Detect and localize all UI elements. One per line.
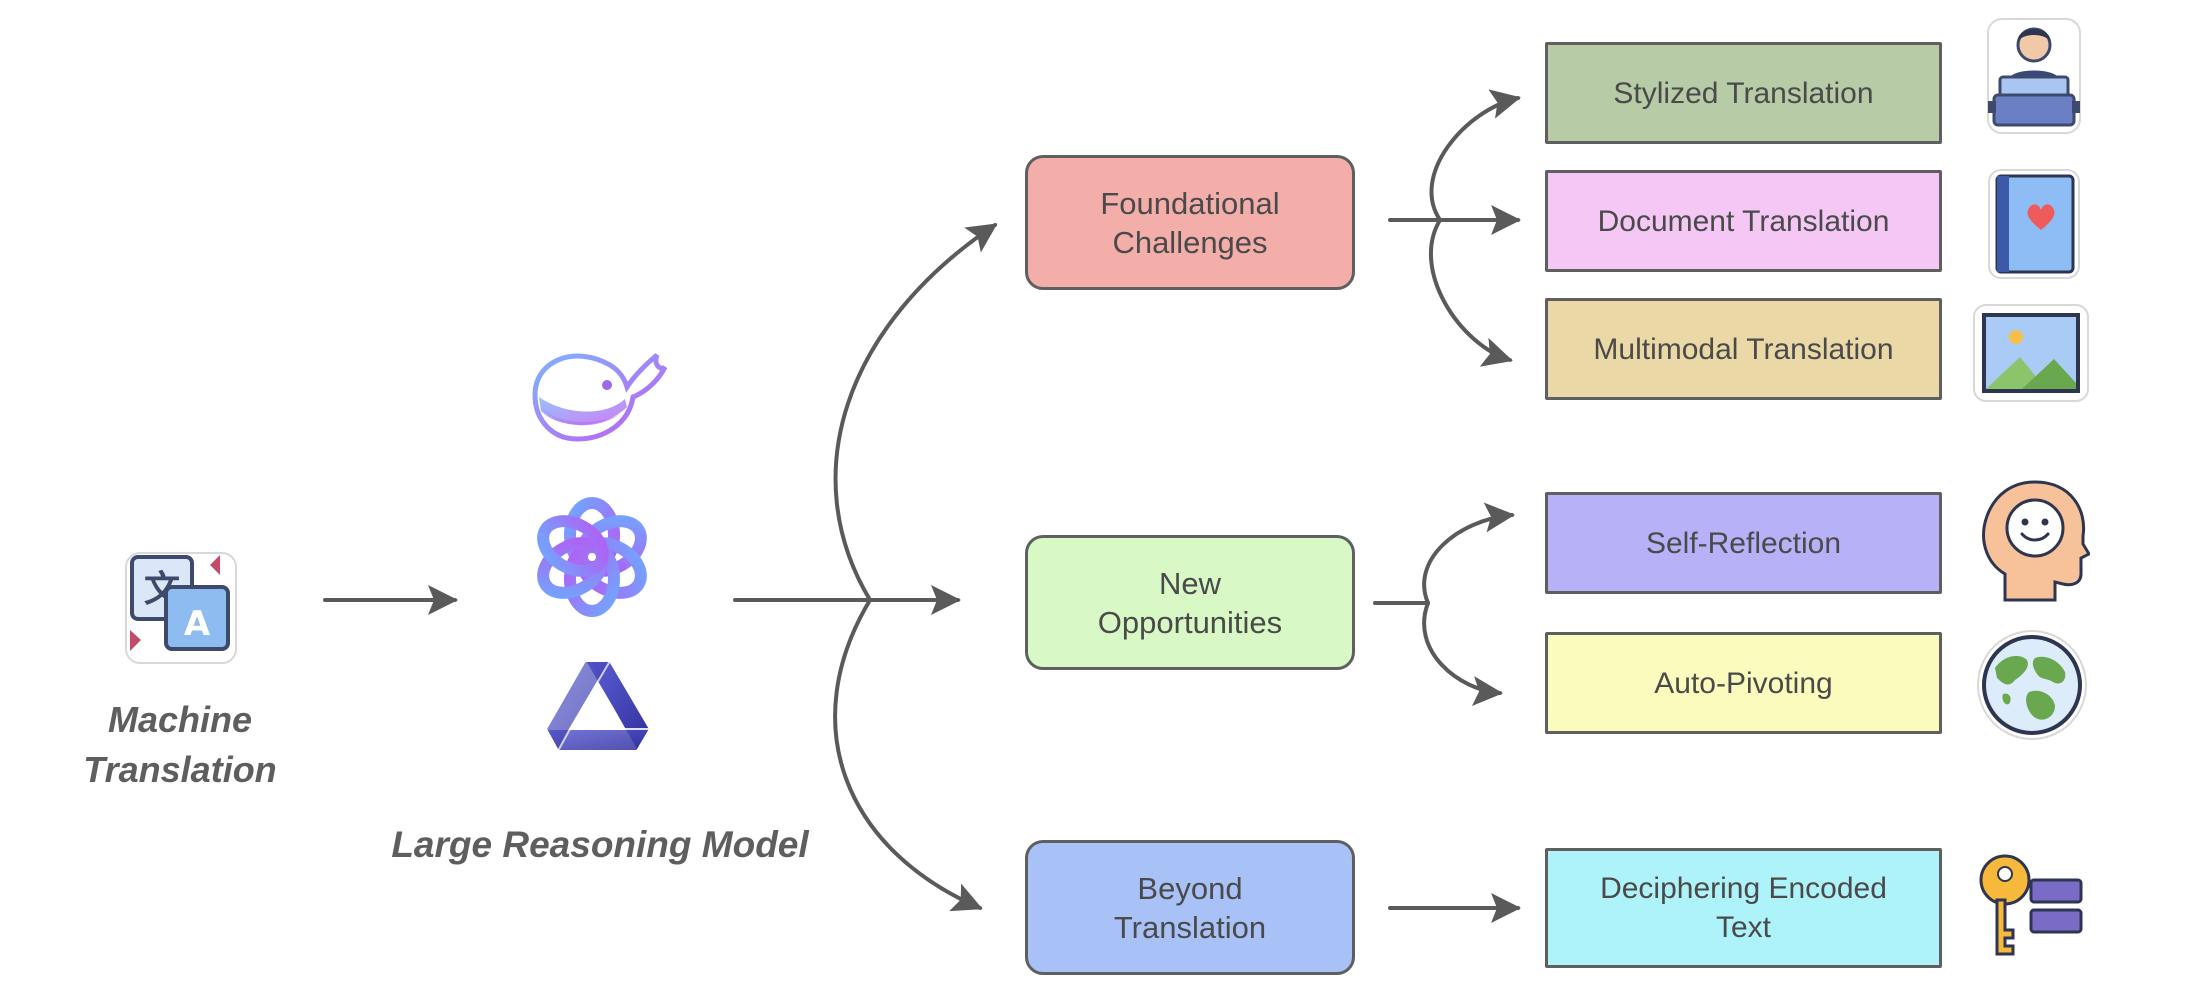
book-heart-icon: [1988, 169, 2080, 279]
arrow-to-foundational: [833, 223, 998, 602]
arrow-to-self-reflection: [1422, 502, 1515, 605]
machine-translation-label: Machine Translation: [83, 699, 277, 790]
multimodal-translation-box: Multimodal Translation: [1545, 298, 1942, 400]
arrow-to-multimodal: [1428, 218, 1513, 367]
translate-icon: 文 A: [125, 552, 237, 664]
globe-icon: [1977, 630, 2087, 740]
openai-knot-icon: [537, 497, 647, 617]
arrow-to-stylized: [1429, 89, 1521, 222]
typewriter-person-icon: [1987, 18, 2081, 134]
self-reflection-box: Self-Reflection: [1545, 492, 1942, 594]
smiling-head-icon: [1982, 480, 2090, 602]
qwen-logo-icon: [544, 660, 652, 754]
arrow-to-auto-pivoting: [1422, 601, 1503, 707]
svg-text:A: A: [184, 604, 211, 644]
large-reasoning-model-label: Large Reasoning Model: [391, 824, 809, 865]
beyond-translation-box: Beyond Translation: [1025, 840, 1355, 975]
deepseek-whale-icon: [532, 353, 668, 442]
key-icon: [1979, 854, 2083, 956]
arrow-to-beyond: [833, 598, 983, 912]
new-opportunities-box: New Opportunities: [1025, 535, 1355, 670]
auto-pivoting-box: Auto-Pivoting: [1545, 632, 1942, 734]
stylized-translation-box: Stylized Translation: [1545, 42, 1942, 144]
picture-icon: [1973, 304, 2089, 402]
deciphering-encoded-text-box: Deciphering Encoded Text: [1545, 848, 1942, 968]
foundational-challenges-box: Foundational Challenges: [1025, 155, 1355, 290]
document-translation-box: Document Translation: [1545, 170, 1942, 272]
